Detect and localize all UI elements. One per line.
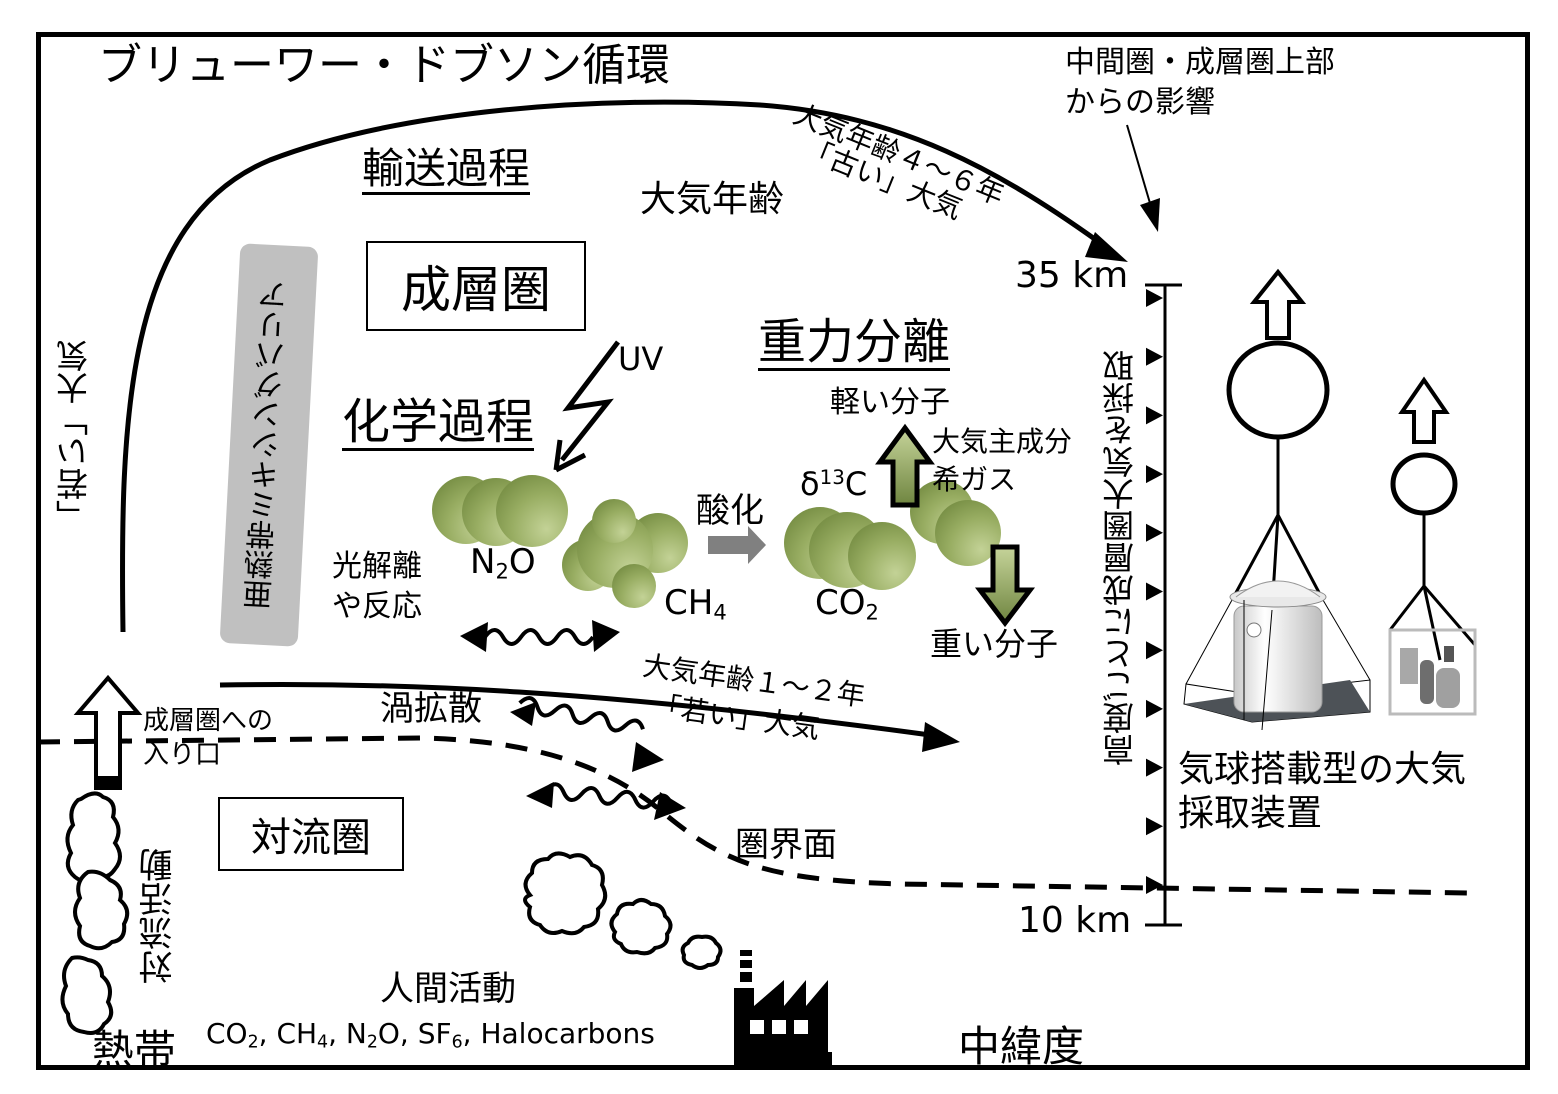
young-air-arrow [219, 681, 931, 738]
altitude-bottom-label: 10 km [1018, 900, 1132, 941]
sampling-point-marker [1146, 406, 1163, 425]
ch4-label: CH4 [664, 583, 727, 625]
sampling-ticks [1146, 289, 1163, 894]
subtropical-barrier-label: 亜熱帯ミキシングバリア [242, 279, 295, 611]
oxidation-arrow [708, 526, 766, 564]
eddy-diffusion-arrows [483, 628, 673, 810]
young-air-left-label: 「若い」大気 [55, 340, 93, 532]
troposphere-box: 対流圏 [218, 797, 404, 871]
diagram-title: ブリューワー・ドブソン循環 [98, 40, 670, 91]
convection-label: 対流活動 [139, 848, 179, 984]
stratosphere-label: 成層圏 [401, 261, 551, 319]
small-sampler-device [1388, 628, 1477, 716]
oxidation-label: 酸化 [696, 491, 764, 531]
heavy-molecule-down-arrow [974, 544, 1036, 628]
entry-arrow-base [94, 776, 122, 790]
stratosphere-entry-line1: 成層圏への [143, 706, 274, 736]
chemical-process-heading: 化学過程 [342, 394, 535, 451]
sampling-point-marker [1146, 699, 1163, 718]
age-of-air-label: 大気年齢 [640, 179, 785, 220]
sampling-point-marker [1146, 641, 1163, 660]
uv-lightning-arrow [560, 340, 620, 462]
sampling-point-marker [1146, 465, 1163, 484]
small-balloon [1388, 376, 1477, 661]
sampling-point-marker [1146, 289, 1163, 307]
light-molecule-up-arrow [875, 423, 935, 508]
altitude-top-label: 35 km [1015, 255, 1129, 296]
sampling-point-marker [1146, 758, 1163, 777]
eddy-diffusion-arrowheads [460, 620, 686, 820]
factory-icon [734, 950, 832, 1068]
n2o-label: N2O [470, 542, 536, 584]
brewer-dobson-curve [119, 99, 1112, 633]
altitude-axis [1145, 283, 1182, 927]
photolysis-line1: 光解離 [332, 549, 422, 584]
upper-influence-arrow [1126, 124, 1153, 211]
eddy-diffusion-label: 渦拡散 [380, 689, 482, 729]
isotope-label: δ13C [800, 465, 868, 503]
stratosphere-box: 成層圏 [366, 241, 586, 331]
midlatitude-label: 中緯度 [958, 1022, 1085, 1071]
major-constituents-label: 大気主成分 [932, 425, 1073, 458]
large-balloon [1226, 268, 1330, 611]
molecule-major-gas [910, 480, 1001, 566]
sampling-point-marker [1146, 876, 1163, 894]
balloon-sampler-line1: 気球搭載型の大気 [1178, 749, 1467, 790]
sampling-point-marker [1146, 523, 1163, 542]
sampling-point-marker [1146, 347, 1163, 366]
uv-arrowhead [553, 439, 587, 473]
tropical-convection-clouds [60, 791, 130, 1035]
light-molecules-label: 軽い分子 [830, 385, 950, 420]
sampling-point-marker [1146, 582, 1163, 601]
young-air-arrowhead [922, 722, 960, 752]
uv-label: UV [618, 340, 664, 378]
sampling-point-marker [1146, 817, 1163, 836]
upper-influence-line2: からの影響 [1065, 85, 1215, 120]
tropics-label: 熱帯 [92, 1026, 177, 1075]
transport-process-heading: 輸送過程 [362, 144, 531, 195]
co2-label: CO2 [815, 583, 879, 625]
upper-influence-arrowhead [1140, 198, 1160, 232]
emission-clouds [523, 851, 723, 970]
brewer-dobson-arrowhead [1085, 232, 1128, 262]
molecule-co2 [784, 507, 916, 590]
sampling-axis-label: 高度ごとに成層圏大気を採取 [1101, 350, 1139, 766]
stratosphere-entry-arrow [73, 674, 143, 782]
troposphere-label: 対流圏 [251, 815, 371, 861]
stratosphere-entry-line2: 入り口 [143, 740, 222, 770]
balloon-sampler-line2: 採取装置 [1178, 793, 1323, 834]
tropopause-line [37, 735, 1471, 896]
upper-influence-line1: 中間圏・成層圏上部 [1065, 45, 1335, 80]
photolysis-line2: や反応 [332, 589, 422, 624]
large-sampler-device [1183, 580, 1371, 731]
emissions-label: CO2, CH4, N2O, SF6, Halocarbons [206, 1017, 655, 1053]
tropopause-label: 圏界面 [735, 825, 837, 865]
gravitational-separation-heading: 重力分離 [758, 314, 951, 371]
molecule-ch4 [562, 499, 688, 608]
noble-gas-label: 希ガス [932, 463, 1017, 496]
heavy-molecules-label: 重い分子 [930, 625, 1059, 663]
molecule-n2o [432, 475, 568, 547]
human-activity-label: 人間活動 [380, 969, 516, 1009]
